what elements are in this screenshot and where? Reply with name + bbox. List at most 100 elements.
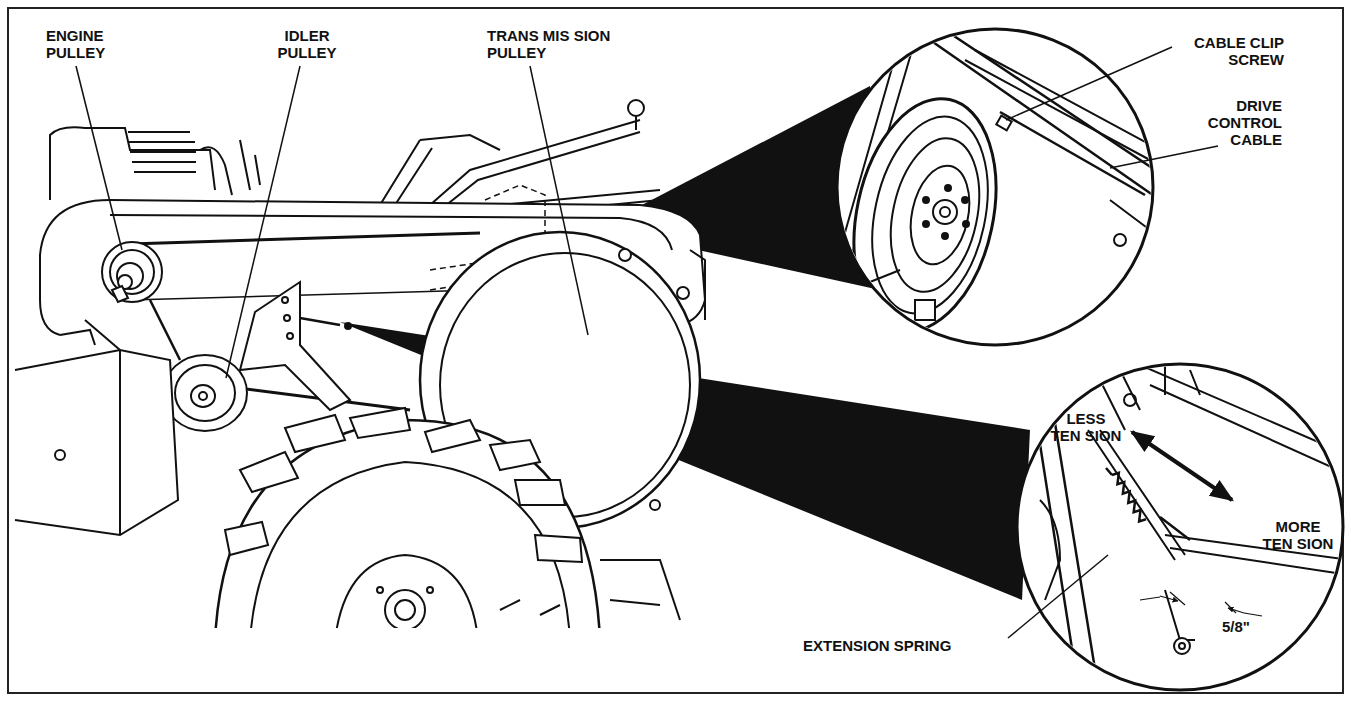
detail-circle — [1228, 608, 1244, 613]
detail-circle — [855, 106, 1004, 324]
leader-line — [530, 66, 588, 335]
tiller-body — [635, 116, 637, 130]
detail-circle — [1124, 394, 1136, 406]
tiller-body — [600, 560, 680, 620]
tiller-body — [40, 255, 60, 335]
tiller-body — [619, 249, 631, 261]
tiller-body — [500, 600, 560, 615]
leader-line — [226, 66, 300, 378]
tiller-body — [50, 127, 215, 200]
tiller-body — [60, 320, 120, 350]
tiller-body — [191, 385, 215, 407]
detail-circle — [923, 197, 929, 203]
tiller-body — [690, 250, 705, 320]
detail-circle — [1000, 112, 1145, 195]
detail-circle — [1174, 638, 1190, 654]
detail-circle — [1030, 365, 1351, 700]
part-label: LESS TEN SION — [1050, 410, 1122, 444]
detail-circle — [915, 300, 935, 320]
tiller-body — [285, 415, 345, 452]
part-label: CABLE CLIP SCREW — [1174, 34, 1284, 68]
tiller-body — [282, 297, 288, 303]
tiller-body — [677, 287, 689, 299]
detail-circle — [1106, 468, 1190, 540]
detail-circle — [923, 221, 929, 227]
detail-circle — [834, 30, 1170, 345]
tiller-body — [130, 290, 480, 300]
leader-line — [1006, 47, 1172, 120]
leader-line — [76, 66, 122, 250]
tiller-body — [380, 140, 432, 205]
tiller-body — [240, 140, 260, 190]
detail-circle — [1100, 470, 1159, 524]
tiller-body — [15, 350, 178, 535]
tiller-body — [150, 300, 180, 360]
detail-circle — [850, 270, 900, 290]
detail-circle — [940, 207, 950, 217]
tiller-body — [350, 408, 410, 438]
tiller-body — [215, 420, 600, 628]
tiller-body — [163, 355, 247, 431]
tiller-body — [515, 480, 565, 505]
tiller-body — [199, 392, 207, 400]
detail-circle — [962, 197, 968, 203]
tiller-body — [420, 135, 500, 150]
detail-circle — [1132, 432, 1232, 500]
detail-circle — [945, 185, 951, 191]
tiller-body — [225, 522, 268, 555]
tiller-body — [335, 555, 478, 628]
tiller-body — [250, 462, 570, 628]
leader-line — [1008, 555, 1108, 638]
frame-border — [8, 8, 1343, 693]
detail-circle — [1165, 365, 1200, 395]
part-label: EXTENSION SPRING — [803, 637, 1023, 654]
tiller-body — [427, 587, 433, 593]
tiller-body — [287, 333, 293, 339]
tiller-body — [175, 365, 235, 421]
detail-circle — [1165, 590, 1195, 640]
detail-circle — [1140, 365, 1351, 480]
part-label: 5/8" — [1222, 618, 1272, 635]
leader-line — [1110, 146, 1218, 168]
detail-circle — [1170, 592, 1236, 613]
tiller-body — [377, 587, 383, 593]
tiller-body — [628, 100, 644, 116]
tiller-body — [490, 440, 540, 470]
tiller-body — [395, 600, 415, 620]
detail-circle — [1114, 234, 1126, 246]
tiller-body — [130, 233, 480, 244]
part-label: MORE TEN SION — [1262, 518, 1334, 552]
detail-circle — [902, 160, 978, 269]
tiller-body — [112, 286, 128, 302]
detail-circle — [1100, 370, 1140, 430]
tiller-body — [385, 590, 425, 628]
tiller-body — [240, 282, 350, 410]
tiller-body — [200, 147, 232, 195]
part-label: ENGINE PULLEY — [46, 27, 136, 61]
part-label: TRANS MIS SION PULLEY — [487, 27, 637, 61]
tiller-body — [650, 500, 660, 510]
tiller-body — [15, 100, 705, 628]
tiller-body — [425, 420, 480, 452]
detail-circle — [1088, 430, 1185, 560]
tiller-body — [345, 323, 351, 329]
detail-circle — [1160, 596, 1178, 601]
tiller-body — [300, 318, 340, 325]
tiller-body — [128, 132, 196, 172]
detail-circle — [1017, 364, 1343, 690]
detail-circle — [1140, 597, 1262, 616]
detail-circle — [942, 233, 948, 239]
detail-circle — [878, 130, 993, 300]
detail-circle — [834, 85, 1016, 344]
tiller-body — [430, 120, 640, 210]
tiller-body — [55, 450, 65, 460]
detail-circle — [1040, 500, 1060, 600]
tiller-body — [102, 242, 162, 302]
detail-circle — [1017, 364, 1351, 700]
detail-circle — [834, 29, 1170, 345]
part-label: IDLER PULLEY — [262, 27, 352, 61]
detail-circle — [965, 50, 1160, 160]
